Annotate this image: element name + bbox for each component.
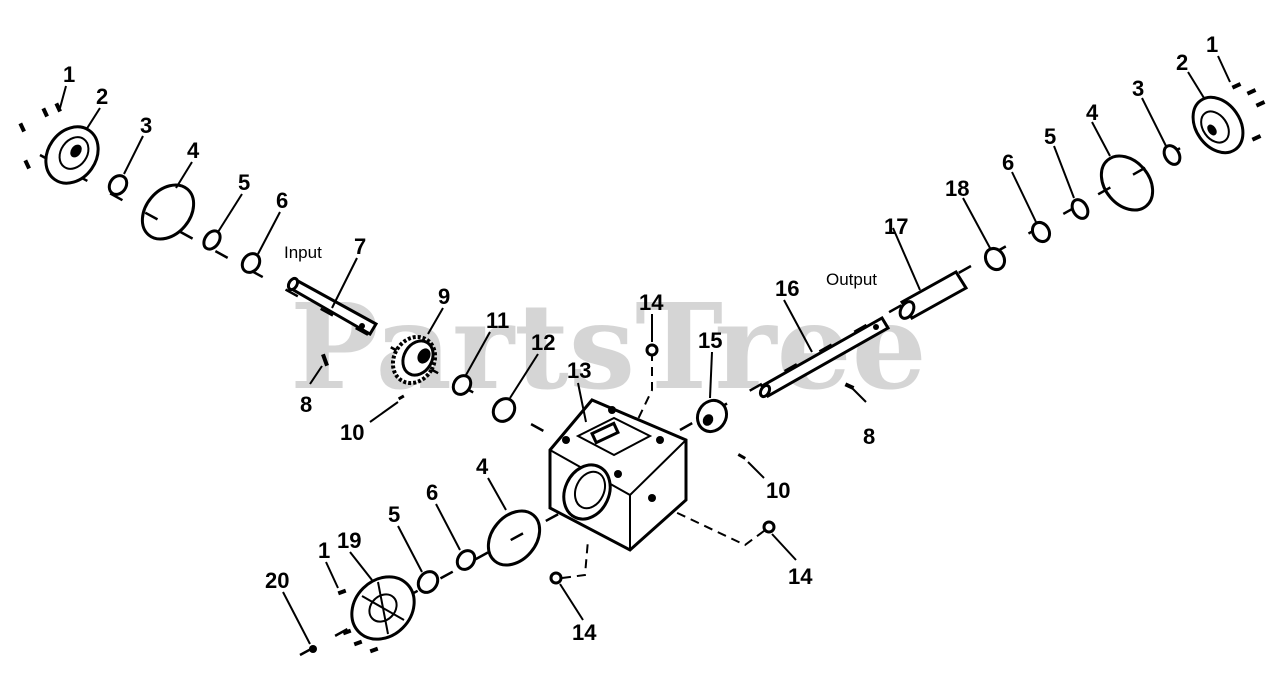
callout-leaders xyxy=(59,55,1231,645)
upper-right-parts xyxy=(695,82,1266,460)
part-4-gasket-right xyxy=(1099,154,1155,212)
callout-14-top: 14 xyxy=(639,290,664,315)
part-2-cover-left xyxy=(44,125,100,185)
callout-19: 19 xyxy=(337,528,361,553)
part-2-cover-right xyxy=(1191,95,1245,155)
watermark: PartsTree xyxy=(290,277,927,416)
part-20-fitting xyxy=(309,645,317,653)
part-18-bearing xyxy=(983,246,1007,272)
callout-6-right: 6 xyxy=(1002,150,1014,175)
callout-6-left: 6 xyxy=(276,188,288,213)
callout-5-left: 5 xyxy=(238,170,250,195)
lower-parts xyxy=(309,509,542,654)
part-8-pin-right xyxy=(844,382,855,390)
callout-8-right: 8 xyxy=(863,424,875,449)
part-6-seal-right xyxy=(1030,220,1052,244)
part-3-bearing-left xyxy=(107,174,129,196)
part-12-spacer xyxy=(491,397,517,423)
output-label: Output xyxy=(826,270,877,289)
plug-leaders xyxy=(561,352,769,579)
callout-10-right: 10 xyxy=(766,478,790,503)
part-13-housing xyxy=(548,398,688,552)
part-1-screws-left xyxy=(18,102,62,170)
callout-17: 17 xyxy=(884,214,908,239)
part-8-pin-left xyxy=(321,353,329,367)
part-14-plug-right xyxy=(762,520,776,534)
part-15-bevel-gear xyxy=(695,398,729,434)
part-14-plug-top xyxy=(645,343,659,357)
part-4-gasket-left xyxy=(140,183,196,241)
callout-15: 15 xyxy=(698,328,722,353)
callout-4-lower: 4 xyxy=(476,454,489,479)
callout-8-left: 8 xyxy=(300,392,312,417)
callout-5-right: 5 xyxy=(1044,124,1056,149)
part-19-cover-lower xyxy=(350,575,416,641)
callout-12: 12 xyxy=(531,330,555,355)
part-6-seal-left xyxy=(240,252,262,274)
part-5-washer-lower xyxy=(416,570,440,594)
axis-lines xyxy=(39,118,1231,657)
part-6-seal-lower xyxy=(455,549,477,571)
callout-14-bottom: 14 xyxy=(572,620,597,645)
part-1-screws-lower xyxy=(337,588,379,654)
callout-13: 13 xyxy=(567,358,591,383)
callout-16: 16 xyxy=(775,276,799,301)
callout-1-top-right: 1 xyxy=(1206,32,1218,57)
callout-6-lower: 6 xyxy=(426,480,438,505)
part-3-bearing-right xyxy=(1162,144,1182,166)
input-label: Input xyxy=(284,243,322,262)
callout-3-right: 3 xyxy=(1132,76,1144,101)
callout-1-top-left: 1 xyxy=(63,62,75,87)
callout-20: 20 xyxy=(265,568,289,593)
callout-1-lower: 1 xyxy=(318,538,330,563)
part-14-plug-bottom xyxy=(549,571,563,585)
callout-4-left: 4 xyxy=(187,138,200,163)
callout-11: 11 xyxy=(486,308,509,333)
part-1-screws-right xyxy=(1231,82,1266,142)
part-9-gear xyxy=(390,334,438,386)
part-5-washer-left xyxy=(202,229,222,251)
callout-2-right: 2 xyxy=(1176,50,1188,75)
callout-7: 7 xyxy=(354,234,366,259)
part-5-washer-right xyxy=(1070,198,1090,220)
callout-numbers: 1 2 3 4 5 6 7 8 9 10 11 12 13 14 15 16 8… xyxy=(63,32,1218,645)
part-16-output-shaft xyxy=(758,315,891,399)
callout-2-left: 2 xyxy=(96,84,108,109)
part-4-gasket-lower xyxy=(486,509,542,567)
part-10-key-left xyxy=(397,394,405,401)
callout-9: 9 xyxy=(438,284,450,309)
callout-10-left: 10 xyxy=(340,420,364,445)
callout-4-right: 4 xyxy=(1086,100,1099,125)
part-11-washer xyxy=(451,374,473,396)
callout-5-lower: 5 xyxy=(388,502,400,527)
callout-3-left: 3 xyxy=(140,113,152,138)
callout-18: 18 xyxy=(945,176,969,201)
part-10-key-right xyxy=(737,453,746,460)
callout-14-right: 14 xyxy=(788,564,813,589)
part-17-sleeve xyxy=(898,269,969,321)
